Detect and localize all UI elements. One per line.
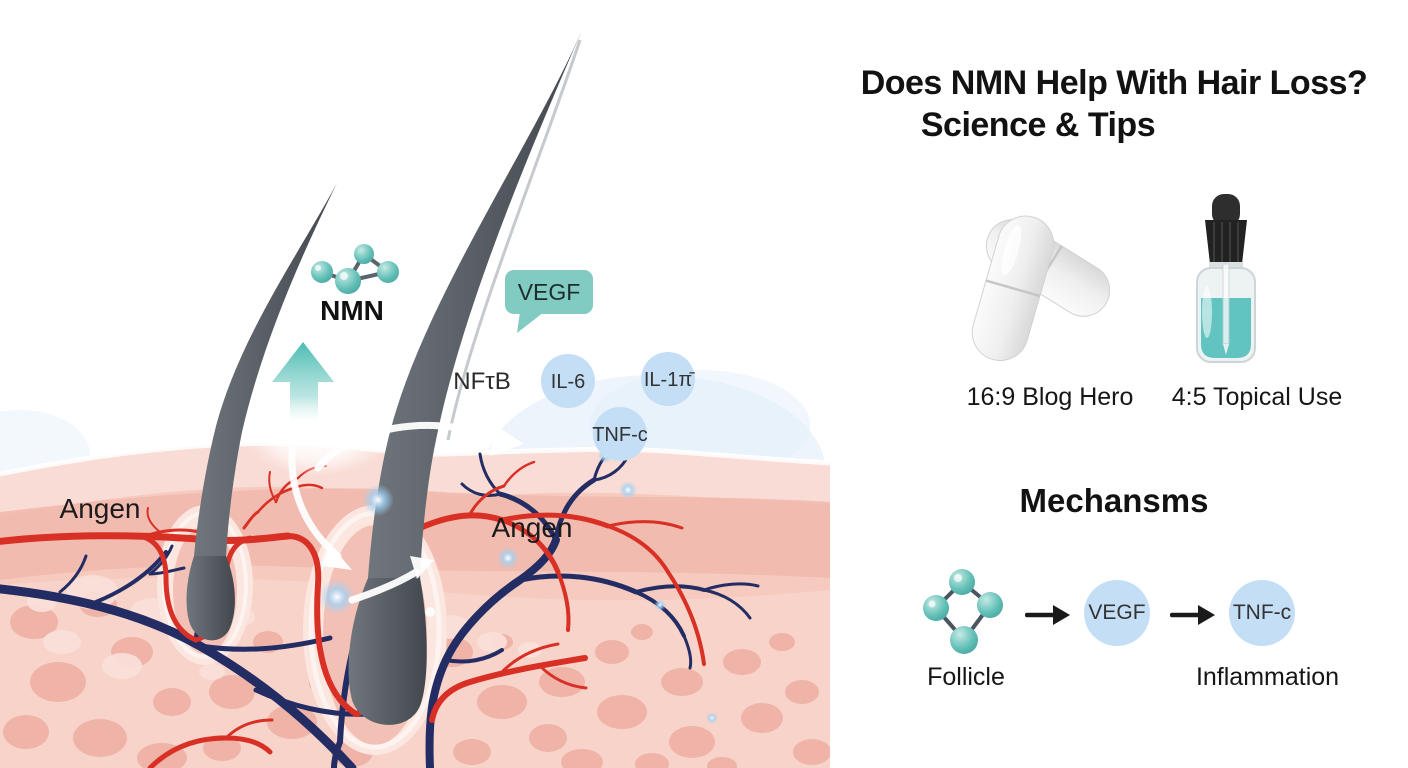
angen-label-left: Angen [60,493,141,524]
il6-badge: IL-6 [541,354,595,408]
follicle-bulb-large [348,578,427,725]
angen-label-right: Angen [492,512,573,543]
page-title: Does NMN Help With Hair Loss? Science & … [820,62,1408,146]
page-title-line2: Science & Tips [920,106,1156,144]
follicle-label: Follicle [927,663,1005,691]
vegf-speech-bubble: VEGF [505,270,593,333]
hair-shaft-small [186,183,337,641]
follicle-illustration: NMN VEGF NFτB IL-6 IL-1π̄ TNF-c Angen An… [0,28,830,768]
tnf-label: TNF-c [592,424,648,446]
nfkb-label: NFτB [453,368,510,395]
flow-arrow-icon [1025,605,1070,625]
up-arrow-icon [272,342,334,420]
nmn-molecule-icon [311,244,399,294]
tnf-badge: TNF-c [592,407,648,461]
il6-label: IL-6 [551,371,585,393]
nmn-label: NMN [320,295,384,326]
hair-shaft-large [348,28,583,725]
mechanism-flow: VEGF TNF-c Follicle Inflammation [820,560,1408,700]
mechanisms-heading: Mechansms [1019,482,1209,519]
mechanism-molecule-icon [923,569,1003,654]
tnf-node-label: TNF-c [1232,601,1292,624]
tnf-node: TNF-c [1229,580,1295,646]
right-panel: Does NMN Help With Hair Loss? Science & … [820,0,1408,768]
caption-blog-hero: 16:9 Blog Hero [966,383,1134,411]
il1-label: IL-1π̄ [644,369,695,391]
vegf-node-label: VEGF [1088,601,1146,624]
inflammation-label: Inflammation [1195,663,1340,691]
caption-topical-use: 4:5 Topical Use [1171,383,1343,411]
vegf-bubble-label: VEGF [518,279,581,305]
il1-badge: IL-1π̄ [641,352,695,406]
flow-arrow-icon [1170,605,1215,625]
dropper-bottle-icon [1196,194,1256,363]
white-flow-arrows [288,414,500,604]
white-arrowheads [322,424,524,579]
follicle-bulb-small [186,556,235,641]
vegf-node: VEGF [1084,580,1150,646]
capsules-icon [971,215,1110,361]
page-title-line1: Does NMN Help With Hair Loss? [860,64,1368,102]
glow-effects [246,396,718,724]
